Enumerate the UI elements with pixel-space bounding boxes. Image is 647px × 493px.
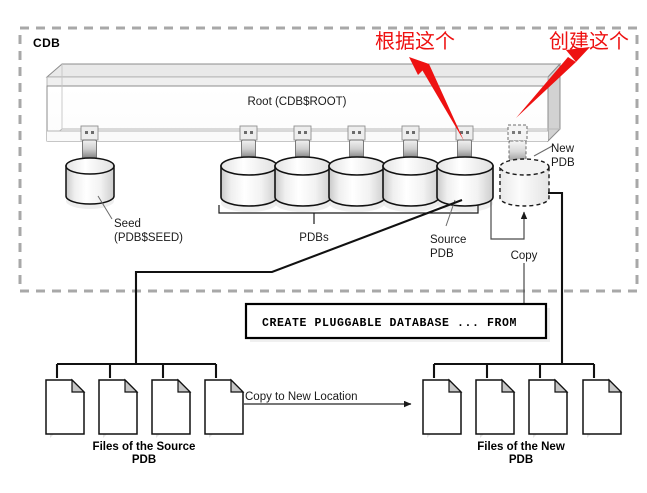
seed-label-line2: (PDB$SEED) xyxy=(114,232,183,244)
new-pdb-cylinder xyxy=(499,124,555,207)
new-files-label-line2: PDB xyxy=(509,454,533,466)
new-files-tree-connector xyxy=(432,362,596,378)
new-file-icon-2 xyxy=(475,378,516,438)
pdb-cylinder-4 xyxy=(382,125,440,212)
pdbs-brace xyxy=(218,205,479,224)
new-pdb-label-line2: PDB xyxy=(551,157,575,169)
source-files-tree-connector xyxy=(55,362,218,378)
pdb-cylinder-1 xyxy=(220,125,278,212)
source-annotation-arrow xyxy=(409,57,464,141)
source-annotation-text: 根据这个 xyxy=(375,29,455,53)
pdb-cylinder-3 xyxy=(328,125,386,212)
usb-plug-icon xyxy=(239,125,258,161)
new-pdb-to-files-connector xyxy=(548,191,564,364)
usb-plug-icon xyxy=(401,125,420,161)
pdbs-label: PDBs xyxy=(299,232,329,244)
cdb-container-boundary xyxy=(18,26,639,293)
new-file-icon-1 xyxy=(422,378,463,438)
new-files-label-line1: Files of the New xyxy=(477,441,565,453)
source-file-icon-1 xyxy=(45,378,86,438)
seed-pdb xyxy=(65,125,115,220)
sql-statement-text: CREATE PLUGGABLE DATABASE ... FROM xyxy=(262,317,517,330)
usb-plug-icon xyxy=(80,125,99,161)
usb-plug-icon xyxy=(507,124,528,163)
cdb-label: CDB xyxy=(33,36,60,50)
root-label: Root (CDB$ROOT) xyxy=(247,96,346,108)
usb-plug-icon xyxy=(293,125,312,161)
create-annotation-arrow xyxy=(516,47,590,118)
copy-connector xyxy=(490,201,528,240)
new-pdb-label-line1: New xyxy=(551,143,575,155)
source-file-icon-3 xyxy=(151,378,192,438)
source-pdb-label-line1: Source xyxy=(430,234,466,246)
pdb-cylinder-5-source xyxy=(436,125,494,212)
new-file-icon-3 xyxy=(528,378,569,438)
usb-plug-icon xyxy=(455,125,474,161)
source-file-icon-4 xyxy=(204,378,245,438)
source-pdb-to-files-connector xyxy=(134,199,463,364)
new-file-icon-4 xyxy=(582,378,623,438)
usb-plug-icon xyxy=(347,125,366,161)
source-file-icon-2 xyxy=(98,378,139,438)
seed-label-line1: Seed xyxy=(114,218,141,230)
copy-label: Copy xyxy=(511,250,538,262)
copy-to-new-location-label: Copy to New Location xyxy=(245,391,358,403)
source-files-label-line2: PDB xyxy=(132,454,156,466)
create-annotation-text: 创建这个 xyxy=(549,29,629,53)
sql-statement-box: CREATE PLUGGABLE DATABASE ... FROM xyxy=(244,302,550,342)
source-pdb-label-line2: PDB xyxy=(430,248,454,260)
source-files-label-line1: Files of the Source xyxy=(93,441,196,453)
